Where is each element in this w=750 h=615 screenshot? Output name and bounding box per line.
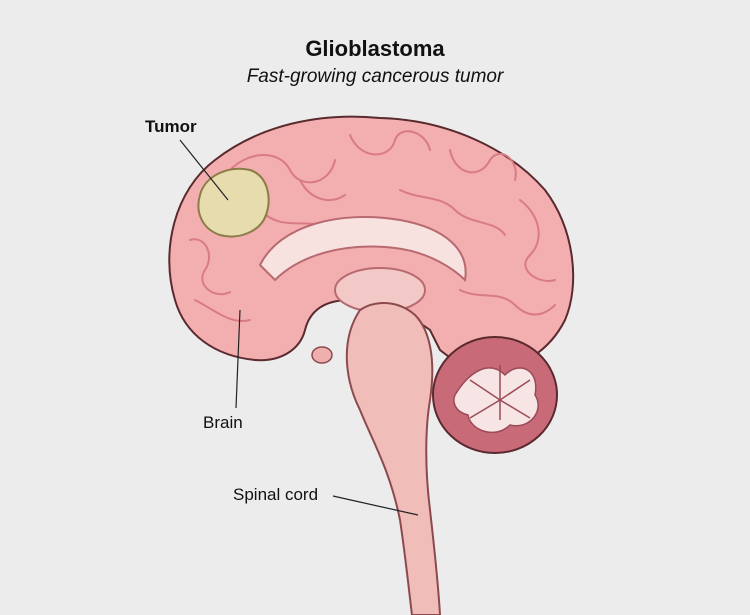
spinal-cord-leader-line xyxy=(332,495,419,516)
figure-title: Glioblastoma xyxy=(305,36,445,61)
label-spinal-cord: Spinal cord xyxy=(233,485,319,504)
label-brain: Brain xyxy=(203,413,243,432)
brainstem xyxy=(345,302,442,615)
gyri-lines xyxy=(189,130,556,322)
pituitary-gland xyxy=(311,346,333,364)
figure-subtitle: Fast-growing cancerous tumor xyxy=(246,66,504,87)
cerebellum xyxy=(432,336,558,454)
corpus-callosum xyxy=(258,216,467,283)
tumor-leader-line xyxy=(179,139,229,201)
label-tumor: Tumor xyxy=(145,117,197,136)
brain-leader-line xyxy=(235,309,241,409)
tumor xyxy=(197,167,270,238)
